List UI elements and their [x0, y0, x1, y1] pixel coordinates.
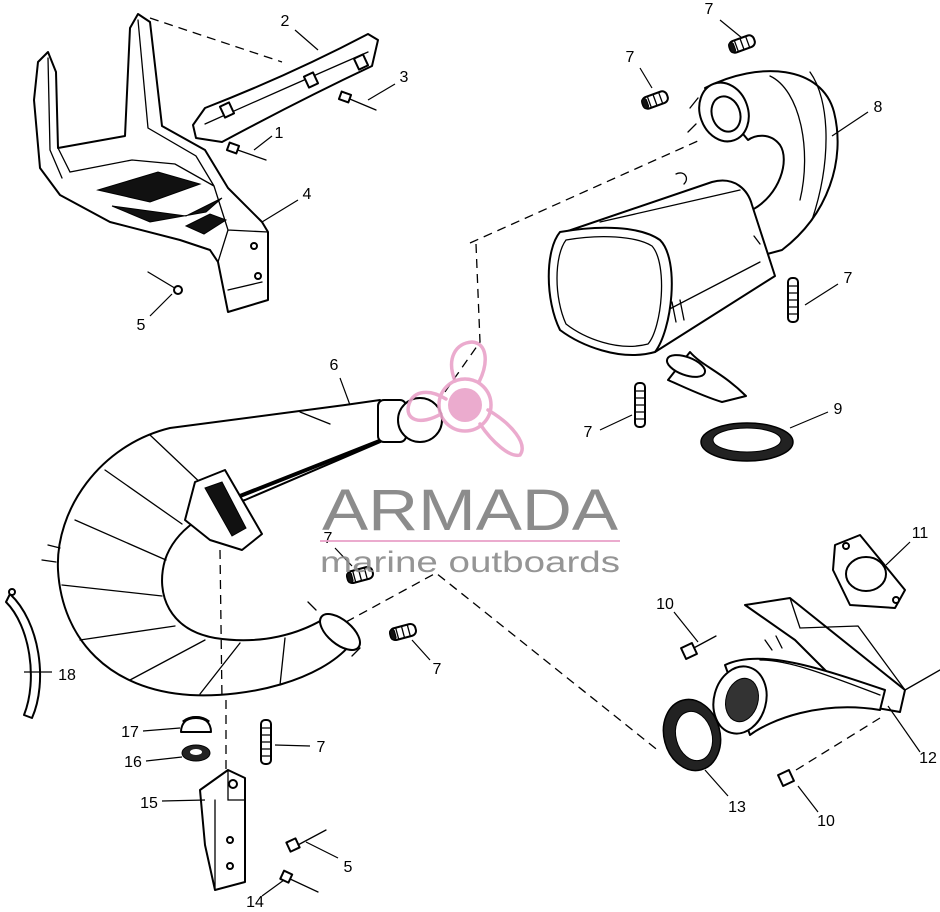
- spring-part-7: [260, 719, 272, 765]
- callout-label: 13: [728, 799, 746, 816]
- callout-label: 7: [705, 1, 714, 18]
- callout-label: 15: [140, 795, 158, 812]
- callout-label: 14: [246, 894, 264, 911]
- rubber-bumper-part-17: [180, 716, 212, 733]
- spring-part-7: [641, 90, 669, 110]
- assembly-line-pipe-to-flange: [345, 572, 661, 753]
- callout-label: 7: [433, 661, 442, 678]
- callout-label: 12: [919, 750, 937, 767]
- callout-label: 9: [834, 401, 843, 418]
- screw-part-5-lower: [285, 829, 327, 853]
- screw-part-14: [279, 869, 319, 893]
- callout-label: 1: [275, 125, 284, 142]
- spring-part-7: [389, 622, 417, 642]
- grommet-part-16: [181, 744, 211, 762]
- callout-labels: 7 2 3 7 8 1 4 7 5 6 9 7 7 11 10 18 7 12 …: [58, 1, 937, 911]
- callout-label: 10: [656, 596, 674, 613]
- bolt-part-10-upper: [680, 635, 717, 660]
- expansion-chamber-part-6: [41, 397, 443, 701]
- callout-label: 11: [912, 525, 929, 542]
- muffler-part-8: [441, 70, 839, 403]
- bolt-part-10-lower: [777, 717, 881, 787]
- screw-part-3: [337, 90, 377, 111]
- spring-part-7: [346, 565, 374, 585]
- watermark-brand: ARMADA: [322, 478, 618, 543]
- callout-label: 5: [137, 317, 146, 334]
- callout-label: 4: [303, 186, 312, 203]
- watermark: ARMADA marine outboards: [320, 340, 620, 579]
- callout-label: 7: [584, 424, 593, 441]
- spring-part-7: [728, 34, 756, 54]
- gasket-part-9: [700, 422, 794, 462]
- callout-label: 18: [58, 667, 76, 684]
- spring-part-7: [634, 382, 646, 428]
- bracket-part-4: [33, 13, 269, 313]
- callout-label: 7: [844, 270, 853, 287]
- manifold-part-12: [712, 597, 940, 736]
- callout-label: 7: [626, 49, 635, 66]
- callout-label: 8: [874, 99, 883, 116]
- screw-part-1: [225, 141, 267, 161]
- strap-part-18: [5, 588, 42, 719]
- gasket-part-11: [832, 534, 906, 609]
- callout-label: 7: [317, 739, 326, 756]
- flange-part-13: [662, 698, 722, 772]
- callout-label: 2: [281, 13, 290, 30]
- propeller-icon: [406, 340, 524, 458]
- callout-label: 3: [400, 69, 409, 86]
- callout-label: 6: [330, 357, 339, 374]
- callout-label: 16: [124, 754, 142, 771]
- heat-shield-part-2: [149, 17, 379, 143]
- callout-label: 10: [817, 813, 835, 830]
- screw-part-5-upper: [147, 271, 183, 295]
- callout-label: 17: [121, 724, 139, 741]
- watermark-tagline: marine outboards: [320, 546, 620, 579]
- callout-label: 5: [344, 859, 353, 876]
- callout-label: 7: [324, 530, 333, 547]
- leader-lines: [24, 19, 921, 897]
- bracket-part-15: [199, 700, 246, 891]
- spring-part-7: [787, 277, 799, 323]
